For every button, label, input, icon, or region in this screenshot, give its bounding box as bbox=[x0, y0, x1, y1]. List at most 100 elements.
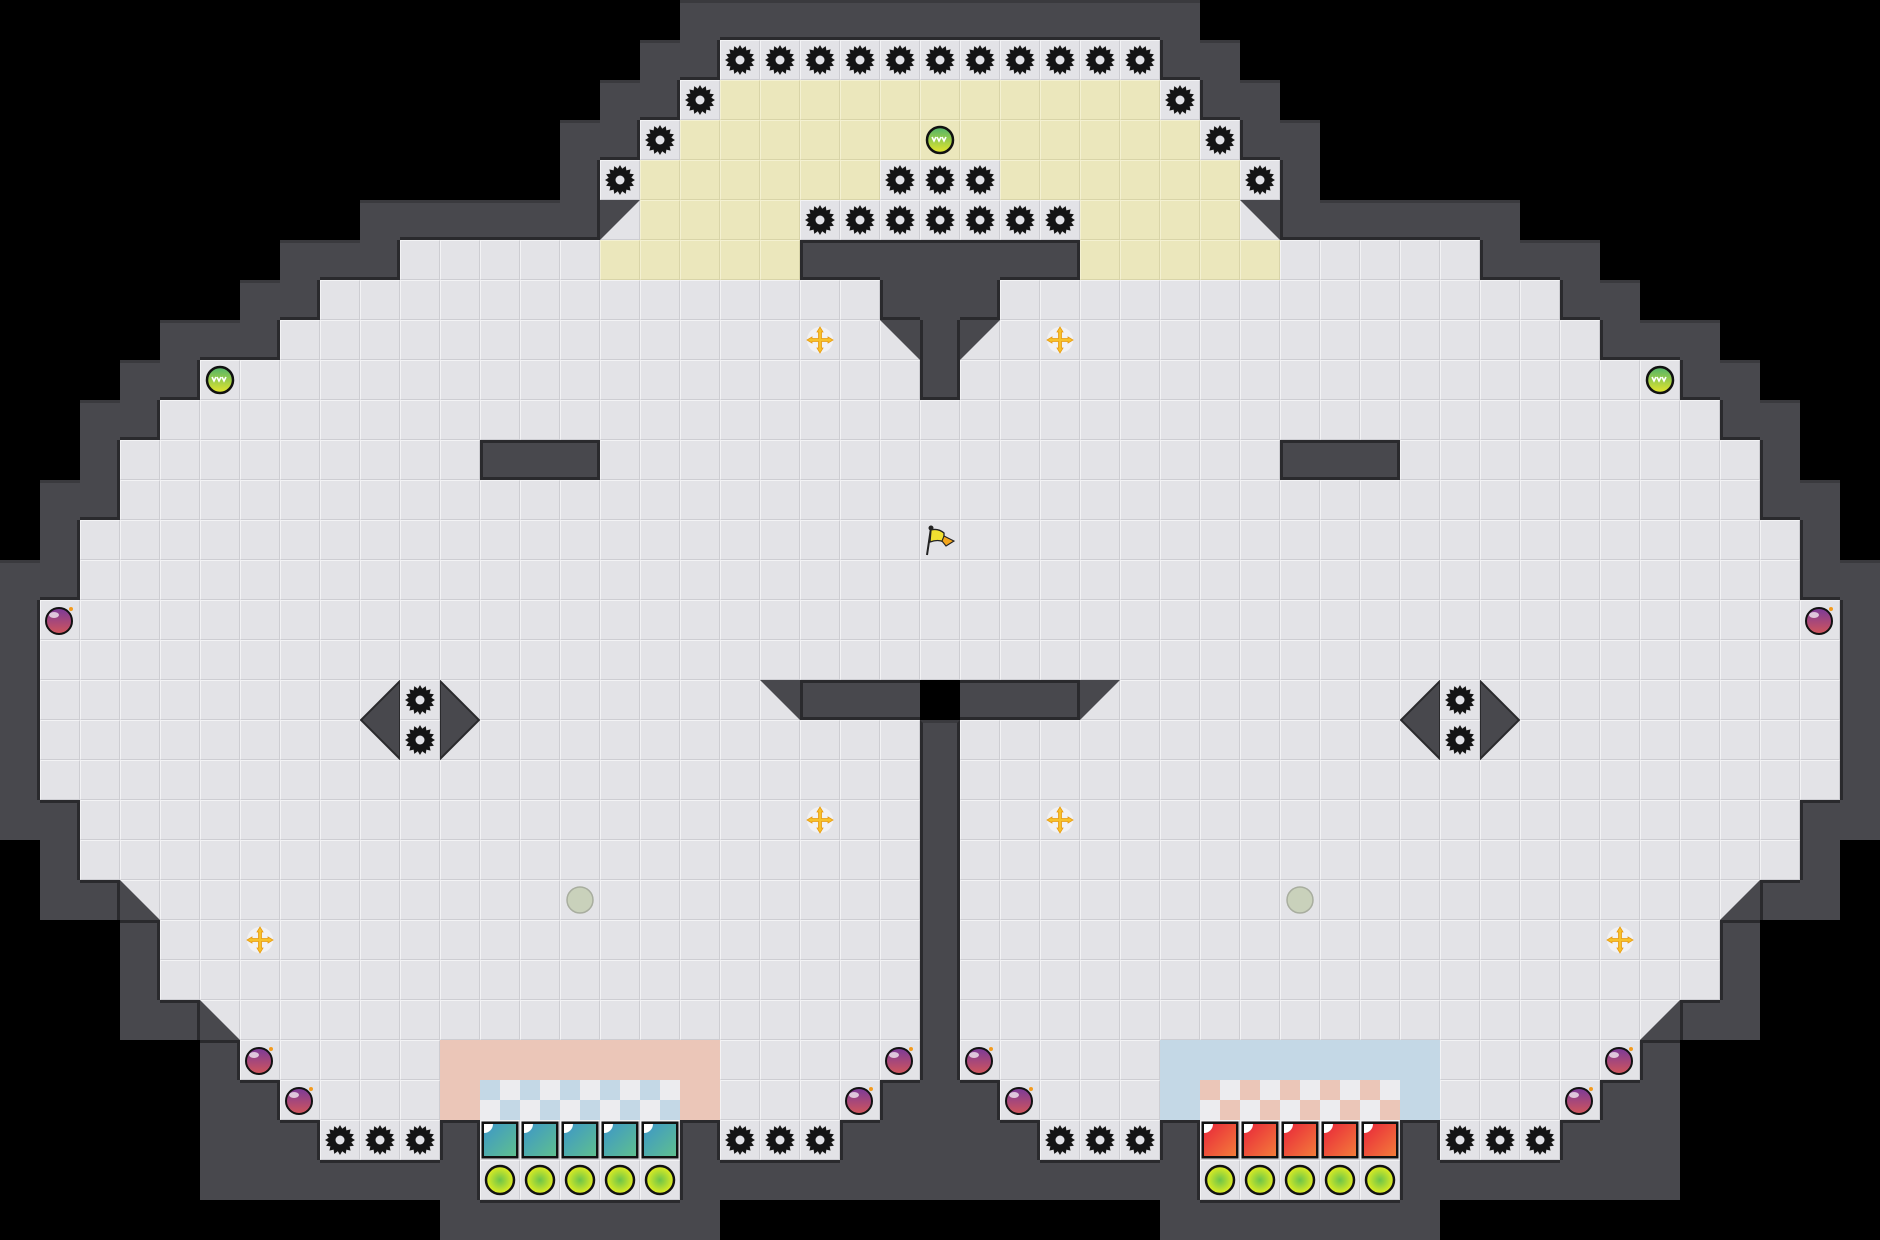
wall-tile bbox=[1640, 1040, 1680, 1080]
wall-tile bbox=[240, 1160, 280, 1200]
wall-tile bbox=[800, 240, 840, 280]
floor-tile bbox=[720, 1040, 760, 1080]
floor-tile bbox=[1160, 760, 1200, 800]
floor-tile bbox=[200, 560, 240, 600]
floor-tile bbox=[1040, 1080, 1080, 1120]
floor-tile bbox=[1320, 800, 1360, 840]
floor-tile bbox=[400, 840, 440, 880]
floor-tile bbox=[1640, 840, 1680, 880]
blue-endzone-tile bbox=[1160, 1040, 1200, 1080]
neutral-zone-tile bbox=[1080, 120, 1120, 160]
wall-tile bbox=[600, 120, 640, 160]
floor-tile bbox=[1040, 480, 1080, 520]
floor-tile bbox=[840, 320, 880, 360]
wall-tile bbox=[0, 640, 40, 680]
wall-tile bbox=[120, 920, 160, 960]
wall-tile bbox=[1560, 280, 1600, 320]
wall-tile bbox=[1600, 1080, 1640, 1120]
floor-tile bbox=[1520, 720, 1560, 760]
floor-tile bbox=[560, 800, 600, 840]
wall-tile bbox=[920, 1040, 960, 1080]
floor-tile bbox=[1440, 600, 1480, 640]
floor-tile bbox=[1400, 520, 1440, 560]
wall-tile bbox=[1480, 200, 1520, 240]
floor-tile bbox=[280, 560, 320, 600]
floor-tile bbox=[1680, 680, 1720, 720]
floor-tile bbox=[1280, 720, 1320, 760]
floor-tile bbox=[1520, 640, 1560, 680]
floor-tile bbox=[360, 280, 400, 320]
floor-tile bbox=[160, 960, 200, 1000]
floor-tile bbox=[160, 800, 200, 840]
floor-tile bbox=[960, 1000, 1000, 1040]
wall-tile bbox=[920, 760, 960, 800]
floor-tile bbox=[520, 760, 560, 800]
floor-tile bbox=[1360, 240, 1400, 280]
floor-tile bbox=[1280, 640, 1320, 680]
floor-tile bbox=[1680, 640, 1720, 680]
floor-tile bbox=[1240, 800, 1280, 840]
floor-tile bbox=[40, 720, 80, 760]
floor-tile bbox=[1520, 1080, 1560, 1120]
floor-tile bbox=[1560, 800, 1600, 840]
floor-tile bbox=[1080, 560, 1120, 600]
floor-tile bbox=[1080, 440, 1120, 480]
wall-tile bbox=[1800, 840, 1840, 880]
neutral-zone-tile bbox=[1040, 160, 1080, 200]
wall-tile bbox=[1840, 640, 1880, 680]
floor-tile bbox=[1000, 880, 1040, 920]
floor-tile bbox=[480, 480, 520, 520]
floor-tile bbox=[1400, 840, 1440, 880]
floor-tile bbox=[1720, 520, 1760, 560]
floor-tile bbox=[920, 640, 960, 680]
floor-tile bbox=[960, 760, 1000, 800]
wall-tile bbox=[560, 1200, 600, 1240]
floor-tile bbox=[280, 320, 320, 360]
floor-tile bbox=[360, 920, 400, 960]
wall-tile bbox=[400, 200, 440, 240]
spike-icon bbox=[1440, 720, 1480, 760]
wall-tile bbox=[280, 1120, 320, 1160]
floor-tile bbox=[120, 440, 160, 480]
floor-tile bbox=[1240, 480, 1280, 520]
floor-tile bbox=[1400, 880, 1440, 920]
wedge-icon bbox=[1479, 678, 1521, 762]
floor-tile bbox=[720, 360, 760, 400]
neutral-zone-tile bbox=[840, 160, 880, 200]
floor-tile bbox=[1160, 1000, 1200, 1040]
spike-icon bbox=[1160, 80, 1200, 120]
floor-tile bbox=[1400, 760, 1440, 800]
diagonal-wall-tile bbox=[1720, 880, 1760, 920]
floor-tile bbox=[1160, 560, 1200, 600]
spike-icon bbox=[1440, 680, 1480, 720]
floor-tile bbox=[120, 800, 160, 840]
floor-tile bbox=[400, 360, 440, 400]
floor-tile bbox=[480, 240, 520, 280]
floor-tile bbox=[40, 760, 80, 800]
floor-tile bbox=[1160, 920, 1200, 960]
floor-tile bbox=[480, 600, 520, 640]
floor-tile bbox=[1440, 1040, 1480, 1080]
floor-tile bbox=[520, 480, 560, 520]
floor-tile bbox=[720, 920, 760, 960]
wall-tile bbox=[720, 1160, 760, 1200]
wall-tile bbox=[1560, 1160, 1600, 1200]
floor-tile bbox=[1400, 1000, 1440, 1040]
wall-tile bbox=[0, 760, 40, 800]
floor-tile bbox=[280, 800, 320, 840]
floor-tile bbox=[1040, 840, 1080, 880]
floor-tile bbox=[1400, 440, 1440, 480]
floor-tile bbox=[1720, 720, 1760, 760]
floor-tile bbox=[760, 640, 800, 680]
wall-tile bbox=[880, 1080, 920, 1120]
floor-tile bbox=[1720, 440, 1760, 480]
wall-tile bbox=[1840, 800, 1880, 840]
floor-tile bbox=[560, 360, 600, 400]
wall-tile bbox=[1640, 1160, 1680, 1200]
floor-tile bbox=[160, 600, 200, 640]
wall-tile bbox=[960, 240, 1000, 280]
floor-tile bbox=[360, 480, 400, 520]
floor-tile bbox=[1200, 480, 1240, 520]
floor-tile bbox=[320, 400, 360, 440]
wall-tile bbox=[1440, 200, 1480, 240]
